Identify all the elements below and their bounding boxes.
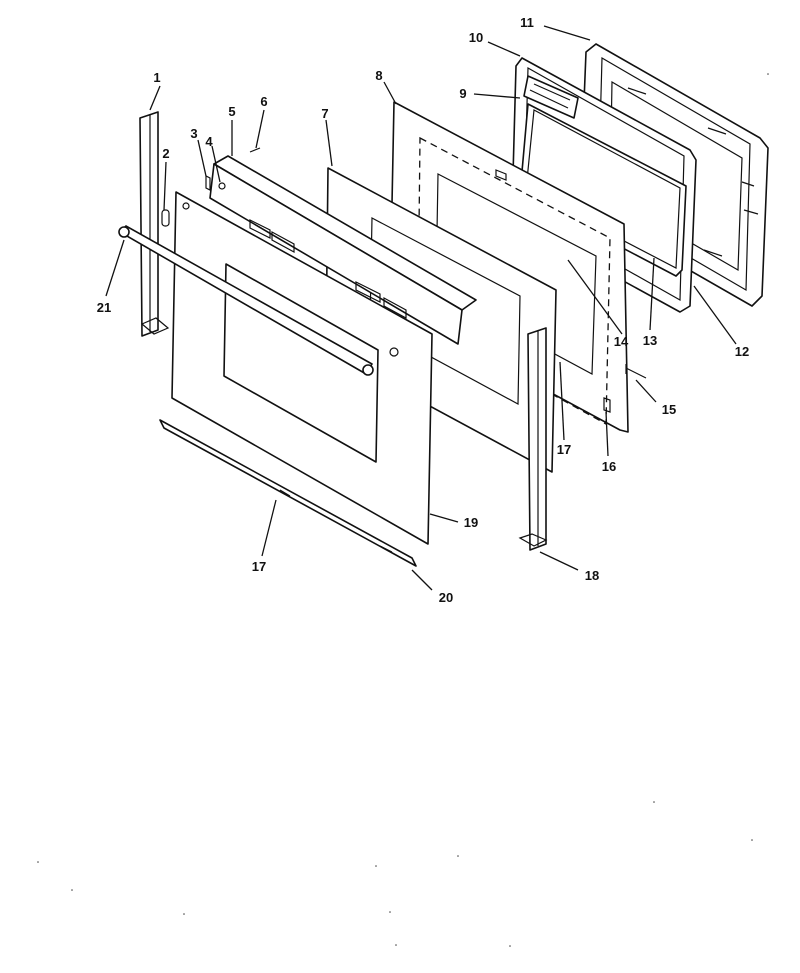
callout-13: 13 [643, 333, 657, 348]
part-9-insulation [523, 75, 579, 119]
callout-5: 5 [228, 104, 235, 119]
part-18-right-side-trim [518, 327, 548, 551]
callout-3: 3 [190, 126, 197, 141]
part-16-bracket [603, 397, 611, 413]
callout-1: 1 [153, 70, 160, 85]
callout-4: 4 [205, 134, 213, 149]
callout-12: 12 [735, 344, 749, 359]
part-4-fastener [218, 182, 226, 190]
callout-6: 6 [260, 94, 267, 109]
callout-21: 21 [97, 300, 111, 315]
part-6-screw [249, 147, 261, 153]
callout-19: 19 [464, 515, 478, 530]
part-21-door-handle [118, 225, 374, 376]
callout-20: 20 [439, 590, 453, 605]
callout-15: 15 [662, 402, 676, 417]
callout-11: 11 [520, 15, 534, 30]
part-20-bottom-trim [159, 419, 417, 567]
leader-lines [105, 25, 737, 591]
callout-10: 10 [469, 30, 483, 45]
part-3-clip [205, 175, 211, 191]
callout-8: 8 [375, 68, 382, 83]
callout-18: 18 [585, 568, 599, 583]
callout-14: 14 [614, 334, 629, 349]
callout-17-bottom: 17 [252, 559, 266, 574]
part-1-left-side-trim [139, 111, 170, 337]
callout-2: 2 [162, 146, 169, 161]
callout-16: 16 [602, 459, 616, 474]
part-15-screw [625, 364, 647, 379]
callout-9: 9 [459, 86, 466, 101]
callout-7: 7 [321, 106, 328, 121]
part-5-vent-channel [209, 155, 477, 345]
scan-specks [37, 73, 769, 947]
callout-labels: 1 2 3 4 5 6 7 8 9 10 11 12 13 14 15 16 1… [97, 15, 749, 605]
callout-17-right: 17 [557, 442, 571, 457]
